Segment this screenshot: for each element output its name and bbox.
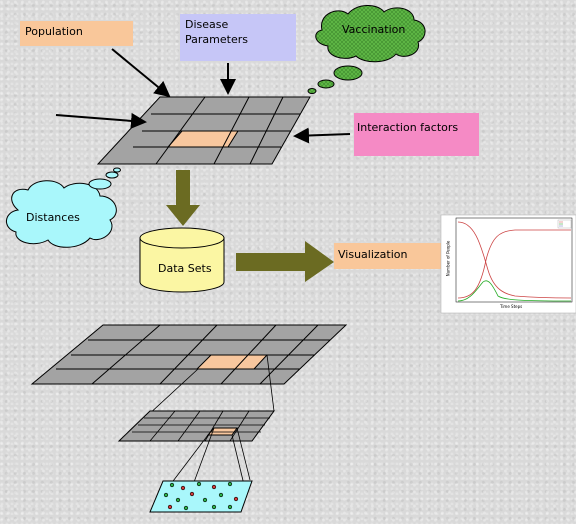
datasets-cylinder: [139, 227, 225, 293]
chart-series-rising: [457, 229, 571, 299]
interaction-factors-label: Interaction factors: [357, 121, 459, 134]
middle-grid-lines: [132, 410, 270, 442]
visualization-box: [334, 243, 444, 269]
vaccination-label: Vaccination: [342, 23, 406, 36]
disease-parameters-box: [180, 14, 296, 61]
chart-xlabel: Time Steps: [500, 304, 523, 309]
disease-parameters-label-line2: Parameters: [185, 33, 248, 46]
top-grid-lines: [133, 96, 300, 165]
population-label: Population: [25, 25, 83, 38]
population-arrow: [111, 48, 171, 98]
agent-dots: [163, 481, 239, 511]
population-box: [20, 21, 133, 46]
datasets-label: Data Sets: [158, 262, 212, 275]
disease-parameters-label-line1: Disease: [185, 18, 229, 31]
chart-thumbnail: [440, 214, 576, 314]
bottom-grid-lines: [56, 324, 330, 385]
chart-plot-area: [455, 217, 573, 303]
middle-grid: [117, 410, 275, 442]
datasets-to-visualization-arrow: [236, 241, 334, 282]
chart-ylabel: Number of People: [445, 240, 451, 277]
vaccination-cloud: [307, 5, 426, 94]
interaction-factors-box: [354, 113, 479, 156]
chart-series-peak: [457, 280, 572, 302]
chart-legend: [557, 219, 572, 229]
visualization-label: Visualization: [338, 248, 408, 261]
left-input-arrow: [55, 112, 147, 129]
agent-cell: [149, 480, 253, 513]
interaction-arrow: [293, 127, 351, 144]
chart-series-falling: [457, 221, 572, 299]
grid-to-datasets-arrow: [166, 170, 200, 226]
bottom-grid: [30, 324, 348, 385]
middle-grid-fill: [117, 410, 275, 442]
distances-label: Distances: [26, 211, 80, 224]
distances-cloud: [6, 167, 121, 248]
top-grid: [96, 96, 311, 165]
